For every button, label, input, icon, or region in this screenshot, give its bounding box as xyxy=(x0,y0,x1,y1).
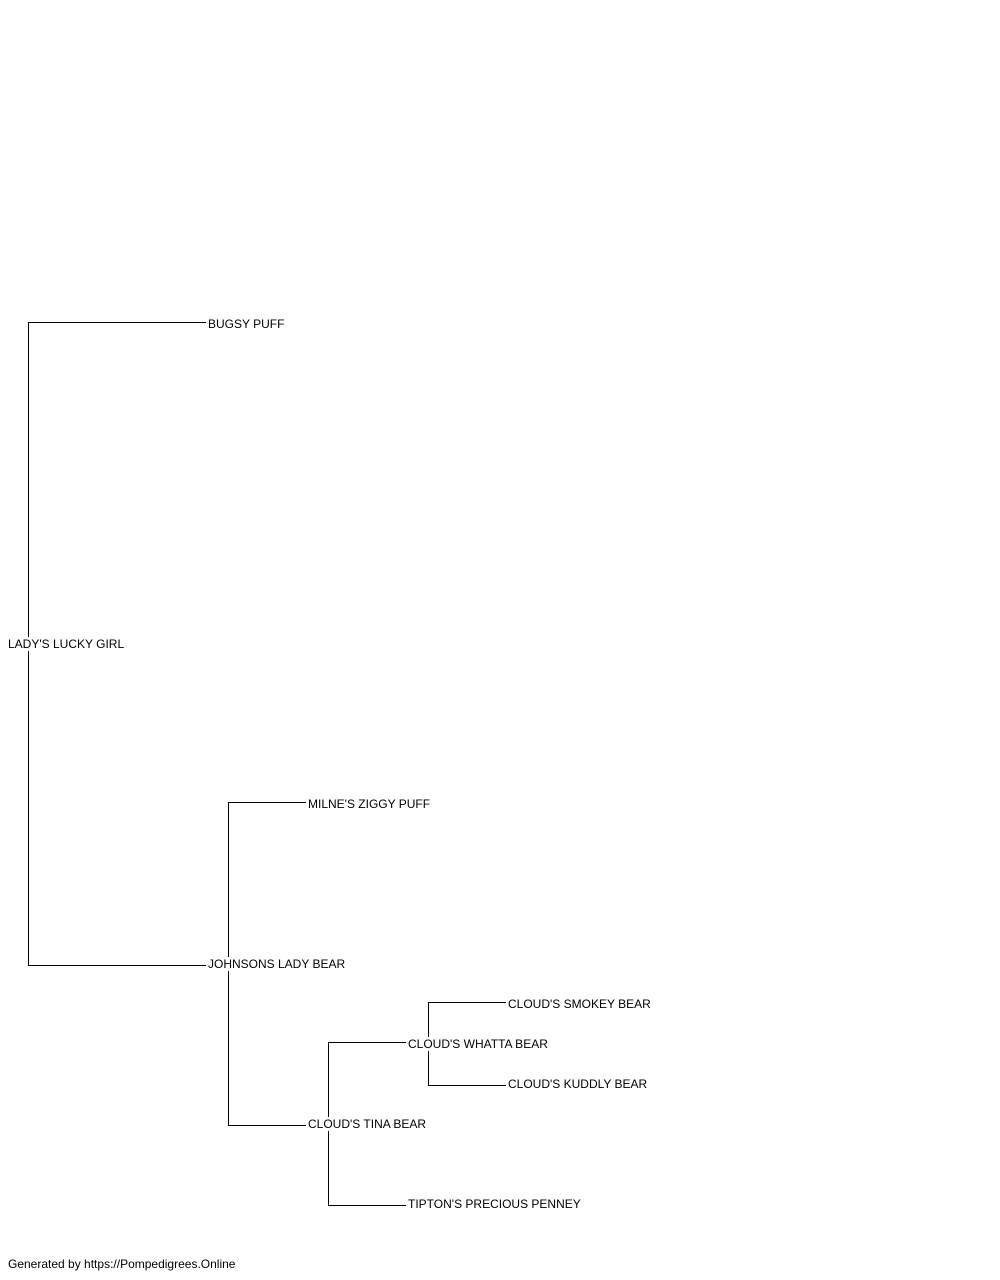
pedigree-node-sire: BUGSY PUFF xyxy=(208,317,285,331)
pedigree-node-dam-dam-dam: TIPTON'S PRECIOUS PENNEY xyxy=(408,1197,581,1211)
pedigree-node-dam-dam-sire-dam: CLOUD'S KUDDLY BEAR xyxy=(508,1077,648,1091)
pedigree-node-dam-sire: MILNE'S ZIGGY PUFF xyxy=(308,797,431,811)
pedigree-node-dam: JOHNSONS LADY BEAR xyxy=(208,957,346,971)
pedigree-node-dam-dam-sire: CLOUD'S WHATTA BEAR xyxy=(408,1037,548,1051)
pedigree-node-dam-dam-sire-sire: CLOUD'S SMOKEY BEAR xyxy=(508,997,651,1011)
pedigree-node-subject: LADY'S LUCKY GIRL xyxy=(8,637,125,651)
generated-by-footer: Generated by https://Pompedigrees.Online xyxy=(8,1257,236,1271)
pedigree-node-dam-dam: CLOUD'S TINA BEAR xyxy=(308,1117,427,1131)
